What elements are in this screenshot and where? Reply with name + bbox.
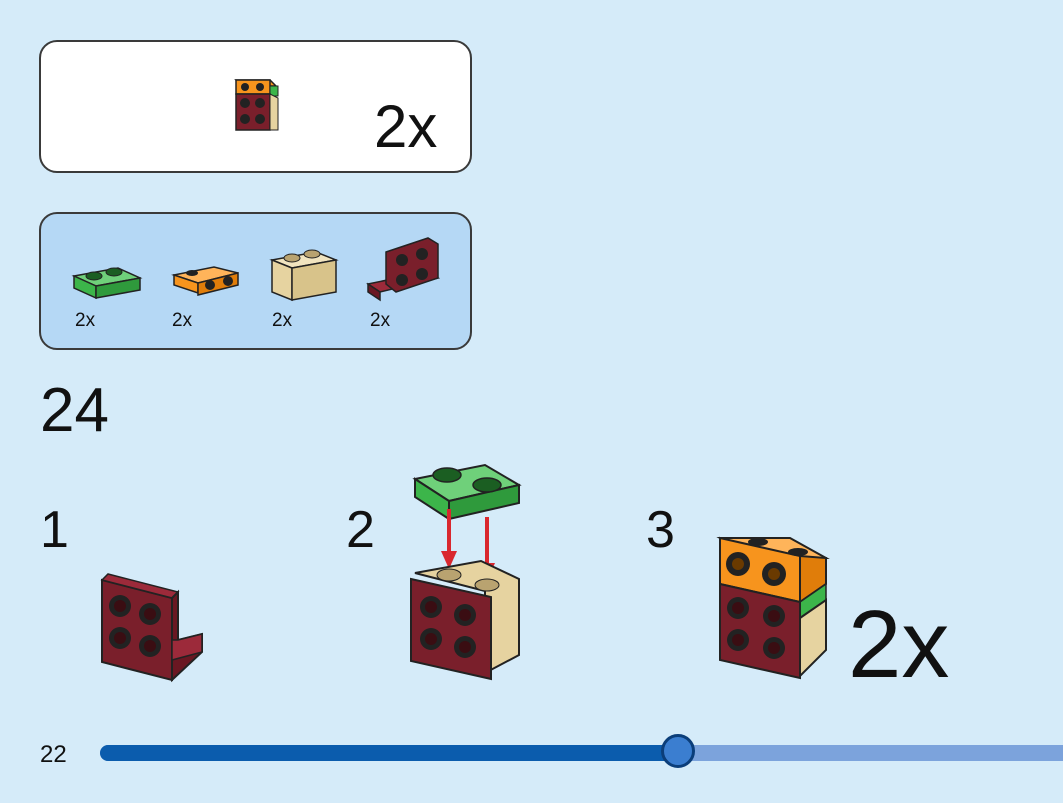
substep-number: 3 xyxy=(646,501,675,559)
substep-number: 1 xyxy=(40,501,69,559)
substep-3-illustration xyxy=(716,536,830,680)
part-quantity: 2x xyxy=(172,310,193,331)
progress-fill xyxy=(100,745,678,761)
orange-bracket-icon xyxy=(171,266,239,296)
part-quantity: 2x xyxy=(75,310,96,331)
progress-bar xyxy=(100,734,1063,768)
tan-brick-icon xyxy=(269,249,339,302)
substep-number: 2 xyxy=(346,501,375,559)
part-quantity: 2x xyxy=(370,310,391,331)
page-number: 22 xyxy=(40,741,67,768)
progress-knob xyxy=(660,734,695,768)
substep-1-illustration xyxy=(100,573,203,683)
submodel-thumbnail xyxy=(234,79,279,131)
part-quantity: 2x xyxy=(272,310,293,331)
main-step-number: 24 xyxy=(40,376,109,445)
submodel-quantity: 2x xyxy=(374,93,438,160)
substep-quantity: 2x xyxy=(848,591,950,698)
dark-red-bracket-icon xyxy=(366,237,441,302)
substep-2-illustration xyxy=(410,463,522,681)
green-plate-icon xyxy=(71,267,143,300)
